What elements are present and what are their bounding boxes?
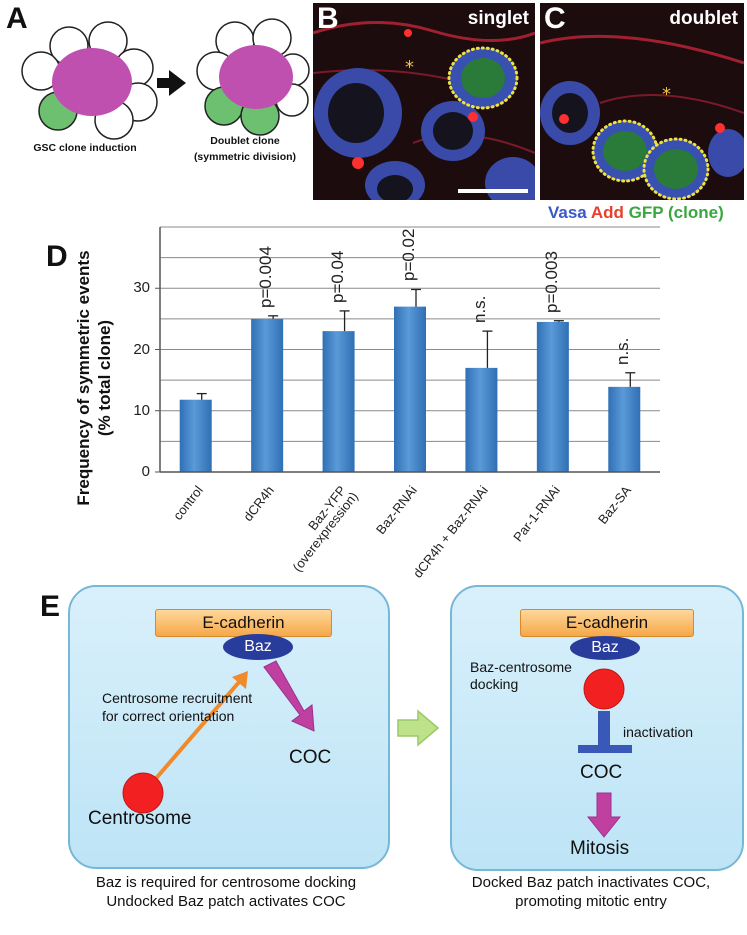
caption-right-line2: promoting mitotic entry (515, 893, 667, 910)
panel-letter-c: C (544, 2, 566, 35)
panel-a-caption-right-1: Doublet clone (210, 135, 280, 147)
gsc-cluster-before (21, 21, 158, 140)
baz-patch-right: Baz (570, 636, 640, 660)
caption-left: Baz is required for centrosome docking U… (56, 873, 396, 911)
mitosis-arrow (586, 792, 622, 838)
legend-add: Add (590, 203, 624, 222)
baz-patch-left: Baz (223, 634, 293, 660)
y-tick-label: 0 (141, 463, 150, 480)
ecadherin-bar-left: E-cadherin (155, 609, 332, 637)
y-tick-label: 10 (133, 401, 150, 419)
panel-e-left-arrows (122, 660, 315, 814)
panel-letter-b: B (317, 2, 339, 35)
panel-a-caption-left: GSC clone induction (33, 142, 137, 154)
recruit-text-1: Centrosome recruitment (102, 690, 253, 706)
micrograph-doublet: * doublet (540, 3, 744, 200)
activation-arrow (263, 660, 315, 732)
panel-e-right-shapes (578, 668, 632, 838)
bar (465, 367, 498, 472)
micrograph-singlet: * singlet (313, 3, 535, 200)
stain-legend: Vasa Add GFP (clone) (548, 203, 724, 223)
inactivation-label: inactivation (623, 724, 694, 740)
centrosome-right (583, 668, 625, 710)
hub (219, 45, 293, 109)
bar (536, 321, 569, 472)
significance-label: p=0.04 (327, 250, 347, 303)
chart-axis (155, 227, 660, 473)
bar (394, 306, 426, 472)
significance-label: p=0.02 (399, 228, 418, 282)
micrograph-label-doublet: doublet (669, 8, 738, 29)
panel-a-caption-right-2: (symmetric division) (193, 151, 297, 163)
panel-a-diagram (21, 18, 310, 140)
bar-chart (155, 226, 660, 473)
panel-letter-a: A (6, 2, 28, 35)
inhibition-stem (598, 711, 610, 747)
centrosome-label: Centrosome (88, 808, 192, 829)
significance-label: n.s. (470, 295, 490, 324)
bar (179, 399, 212, 472)
caption-left-line1: Baz is required for centrosome docking (95, 874, 357, 891)
inhibition-bar (578, 745, 632, 753)
hub (52, 48, 132, 116)
gsc-cluster-after (196, 18, 310, 136)
svg-text:*: * (662, 84, 671, 105)
panel-letter-e: E (40, 590, 61, 623)
y-tick-label: 20 (133, 340, 150, 358)
mitosis-label: Mitosis (570, 838, 630, 859)
micrograph-singlet-image: * (313, 3, 535, 200)
panel-e-transition-arrow (397, 709, 440, 747)
legend-gfp: GFP (clone) (628, 203, 724, 222)
micrograph-label-singlet: singlet (467, 8, 529, 29)
svg-text:*: * (405, 57, 414, 78)
docking-text-2: docking (470, 676, 519, 692)
legend-vasa: Vasa (548, 203, 587, 222)
caption-right: Docked Baz patch inactivates COC, promot… (435, 873, 747, 911)
y-tick-label: 30 (133, 279, 150, 297)
centrosome-left (122, 772, 164, 814)
micrograph-doublet-image: * (540, 3, 744, 200)
recruit-text-2: for correct orientation (102, 708, 235, 724)
significance-label: p=0.003 (541, 250, 561, 313)
caption-left-line2: Undocked Baz patch activates COC (106, 893, 346, 910)
chart-grid (160, 226, 660, 442)
significance-label: p=0.004 (256, 245, 276, 308)
bar (322, 331, 355, 472)
coc-left: COC (289, 747, 332, 768)
ecadherin-bar-right: E-cadherin (520, 609, 694, 637)
chart-bars (179, 288, 641, 472)
caption-right-line1: Docked Baz patch inactivates COC, (471, 874, 711, 891)
bar (251, 318, 284, 472)
bar (608, 386, 641, 472)
significance-label: n.s. (613, 337, 633, 365)
panel-letter-d: D (46, 240, 68, 273)
transition-arrow (157, 70, 186, 96)
coc-right: COC (580, 762, 623, 783)
docking-text-1: Baz-centrosome (470, 659, 572, 675)
